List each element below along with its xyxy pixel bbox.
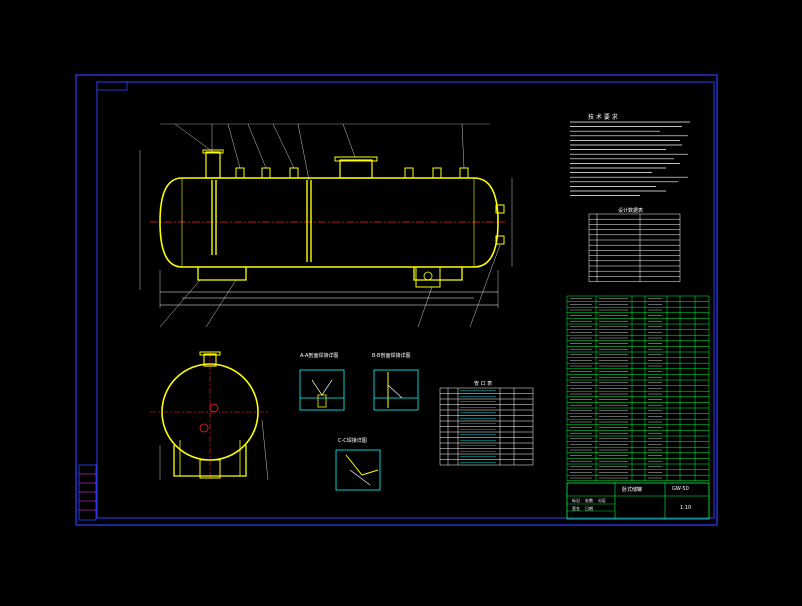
section-c-title: C-C焊接详图 <box>338 438 367 444</box>
design-table-title: 设计数据表 <box>618 208 644 214</box>
technical-requirements <box>570 121 690 196</box>
inner-frame <box>96 81 715 519</box>
nozzle-table-title: 管 口 表 <box>474 381 493 387</box>
section-b-title: B-B剖面焊接详图 <box>372 353 411 359</box>
section-a-title: A-A剖面焊接详图 <box>300 353 339 359</box>
design-data-table <box>588 213 681 282</box>
title-block <box>566 482 710 520</box>
revision-cell: 分区 <box>598 498 606 503</box>
title-block-code: GW-50 <box>672 486 689 492</box>
section-a-detail <box>299 369 345 411</box>
revision-cell: 处数 <box>585 498 593 503</box>
vessel-end-view <box>150 351 270 481</box>
section-b-detail <box>373 369 419 411</box>
side-legend <box>78 464 97 521</box>
section-c-detail <box>335 449 381 491</box>
title-block-name: 卧式储罐 <box>622 487 643 493</box>
tech-requirements-title: 技 术 要 求 <box>588 114 618 121</box>
title-block-scale: 1:10 <box>680 505 692 511</box>
revision-cell: 标记 <box>572 498 580 503</box>
corner-tag <box>96 81 128 91</box>
nozzle-table <box>439 387 534 466</box>
revision-cell: 签名 <box>572 506 580 511</box>
outer-frame <box>75 74 718 526</box>
revision-cell: 日期 <box>585 506 593 511</box>
vessel-elevation <box>139 123 513 328</box>
parts-list-table <box>566 295 710 482</box>
